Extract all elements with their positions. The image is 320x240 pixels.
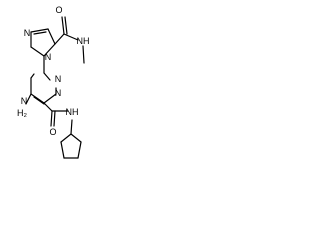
nh-label-methylamide: NH	[77, 36, 90, 46]
nitrogen-label-triazine-top: N	[55, 74, 62, 84]
nitrogen-label-triazine-bottom: N	[55, 88, 62, 98]
nitrogen-label-imidazole: N	[24, 28, 31, 38]
nitrogen-label-bridgehead: N	[45, 52, 52, 62]
oxygen-label-amide-top: O	[55, 5, 62, 15]
nh-label-cyclopentylamide: NH	[66, 107, 79, 117]
chemical-structure: O NH N N N N N H₂ O NH	[17, 5, 90, 159]
bond-lines	[25, 16, 85, 159]
atom-labels: O NH N N N N N H₂ O NH	[17, 5, 90, 137]
amine-h2-label: H₂	[17, 108, 27, 118]
amine-nitrogen-label: N	[21, 96, 28, 106]
oxygen-label-amide-bottom: O	[49, 127, 56, 137]
